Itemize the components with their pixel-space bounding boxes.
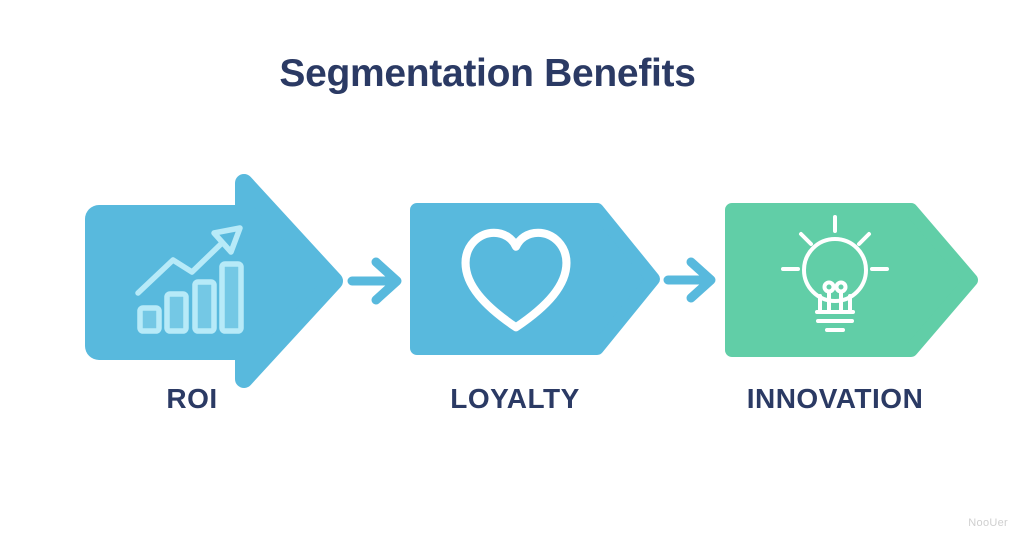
step-label-roi: ROI [166,383,218,414]
bulb-glass [802,237,868,303]
step-shape-roi [85,174,343,388]
arrow-right-icon [347,257,402,305]
step-label-innovation: INNOVATION [746,383,924,414]
step-shape-loyalty [410,203,660,355]
trend-arrowhead [211,225,243,255]
step-shape-roi-head [235,174,343,388]
bar-2 [164,291,189,334]
bar-3 [192,279,217,334]
step-label-loyalty: LOYALTY [450,383,580,414]
bar-chart-growth-icon [135,225,244,334]
step-shape-innovation-body [725,203,978,357]
bulb-base [815,310,855,332]
arrow-right-icon [663,257,716,303]
trend-line [135,240,225,296]
lightbulb-icon [781,215,889,332]
heart-icon [461,228,571,332]
step-shape-innovation [725,203,978,357]
step-shape-roi-body [85,205,250,360]
filament-stems [827,290,843,313]
page-title: Segmentation Benefits [279,52,696,95]
bulb-neck [818,294,852,314]
bar-1 [137,305,162,334]
bulb-rays [781,215,889,271]
watermark: NooUer [968,517,1008,529]
bar-4 [219,261,244,334]
